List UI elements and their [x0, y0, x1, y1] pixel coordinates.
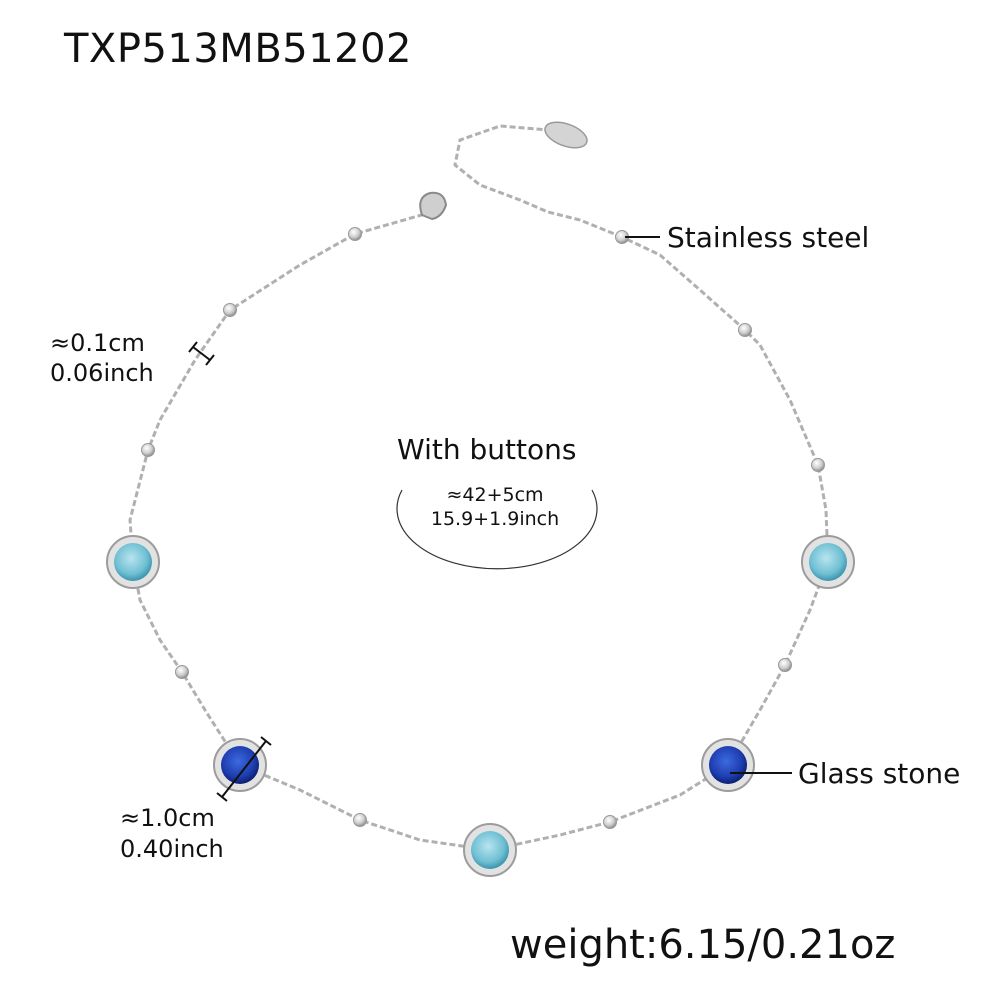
stone-light-right — [801, 535, 855, 589]
stone-size-inch: 0.40inch — [120, 835, 224, 863]
lobster-clasp — [419, 191, 448, 221]
product-weight: weight:6.15/0.21oz — [510, 922, 896, 968]
brand-tag — [544, 121, 588, 149]
length-title: With buttons — [397, 433, 577, 466]
stone-dark-left — [213, 738, 267, 792]
stone-light-left — [106, 535, 160, 589]
beads — [141, 227, 825, 829]
chain-width-inch: 0.06inch — [50, 359, 154, 387]
length-ellipse-icon — [396, 489, 598, 570]
stone-label: Glass stone — [798, 757, 961, 790]
stone-light-bottom — [463, 823, 517, 877]
material-label: Stainless steel — [667, 221, 870, 254]
chain-width-measure-icon — [188, 341, 215, 366]
product-sku: TXP513MB51202 — [64, 26, 413, 72]
stone-size-measure-icon — [216, 736, 272, 802]
chain — [128, 124, 830, 852]
length-cm: ≈42+5cm — [446, 484, 544, 506]
length-inch: 15.9+1.9inch — [430, 508, 560, 530]
stone-size-cm: ≈1.0cm — [120, 804, 215, 832]
stone-dark-right — [701, 738, 755, 792]
chain-width-cm: ≈0.1cm — [50, 329, 145, 357]
